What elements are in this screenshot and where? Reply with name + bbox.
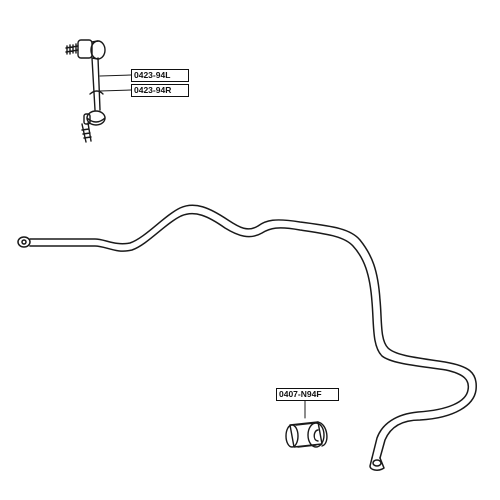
part-number-label-bushing: 0407-N94F bbox=[276, 388, 339, 401]
part-number-label-right-link: 0423-94R bbox=[131, 84, 189, 97]
part-number-label-left-link: 0423-94L bbox=[131, 69, 189, 82]
stabilizer-bar-icon bbox=[17, 204, 477, 471]
stabilizer-link-icon bbox=[65, 39, 132, 143]
stabilizer-bushing-icon bbox=[285, 398, 328, 448]
